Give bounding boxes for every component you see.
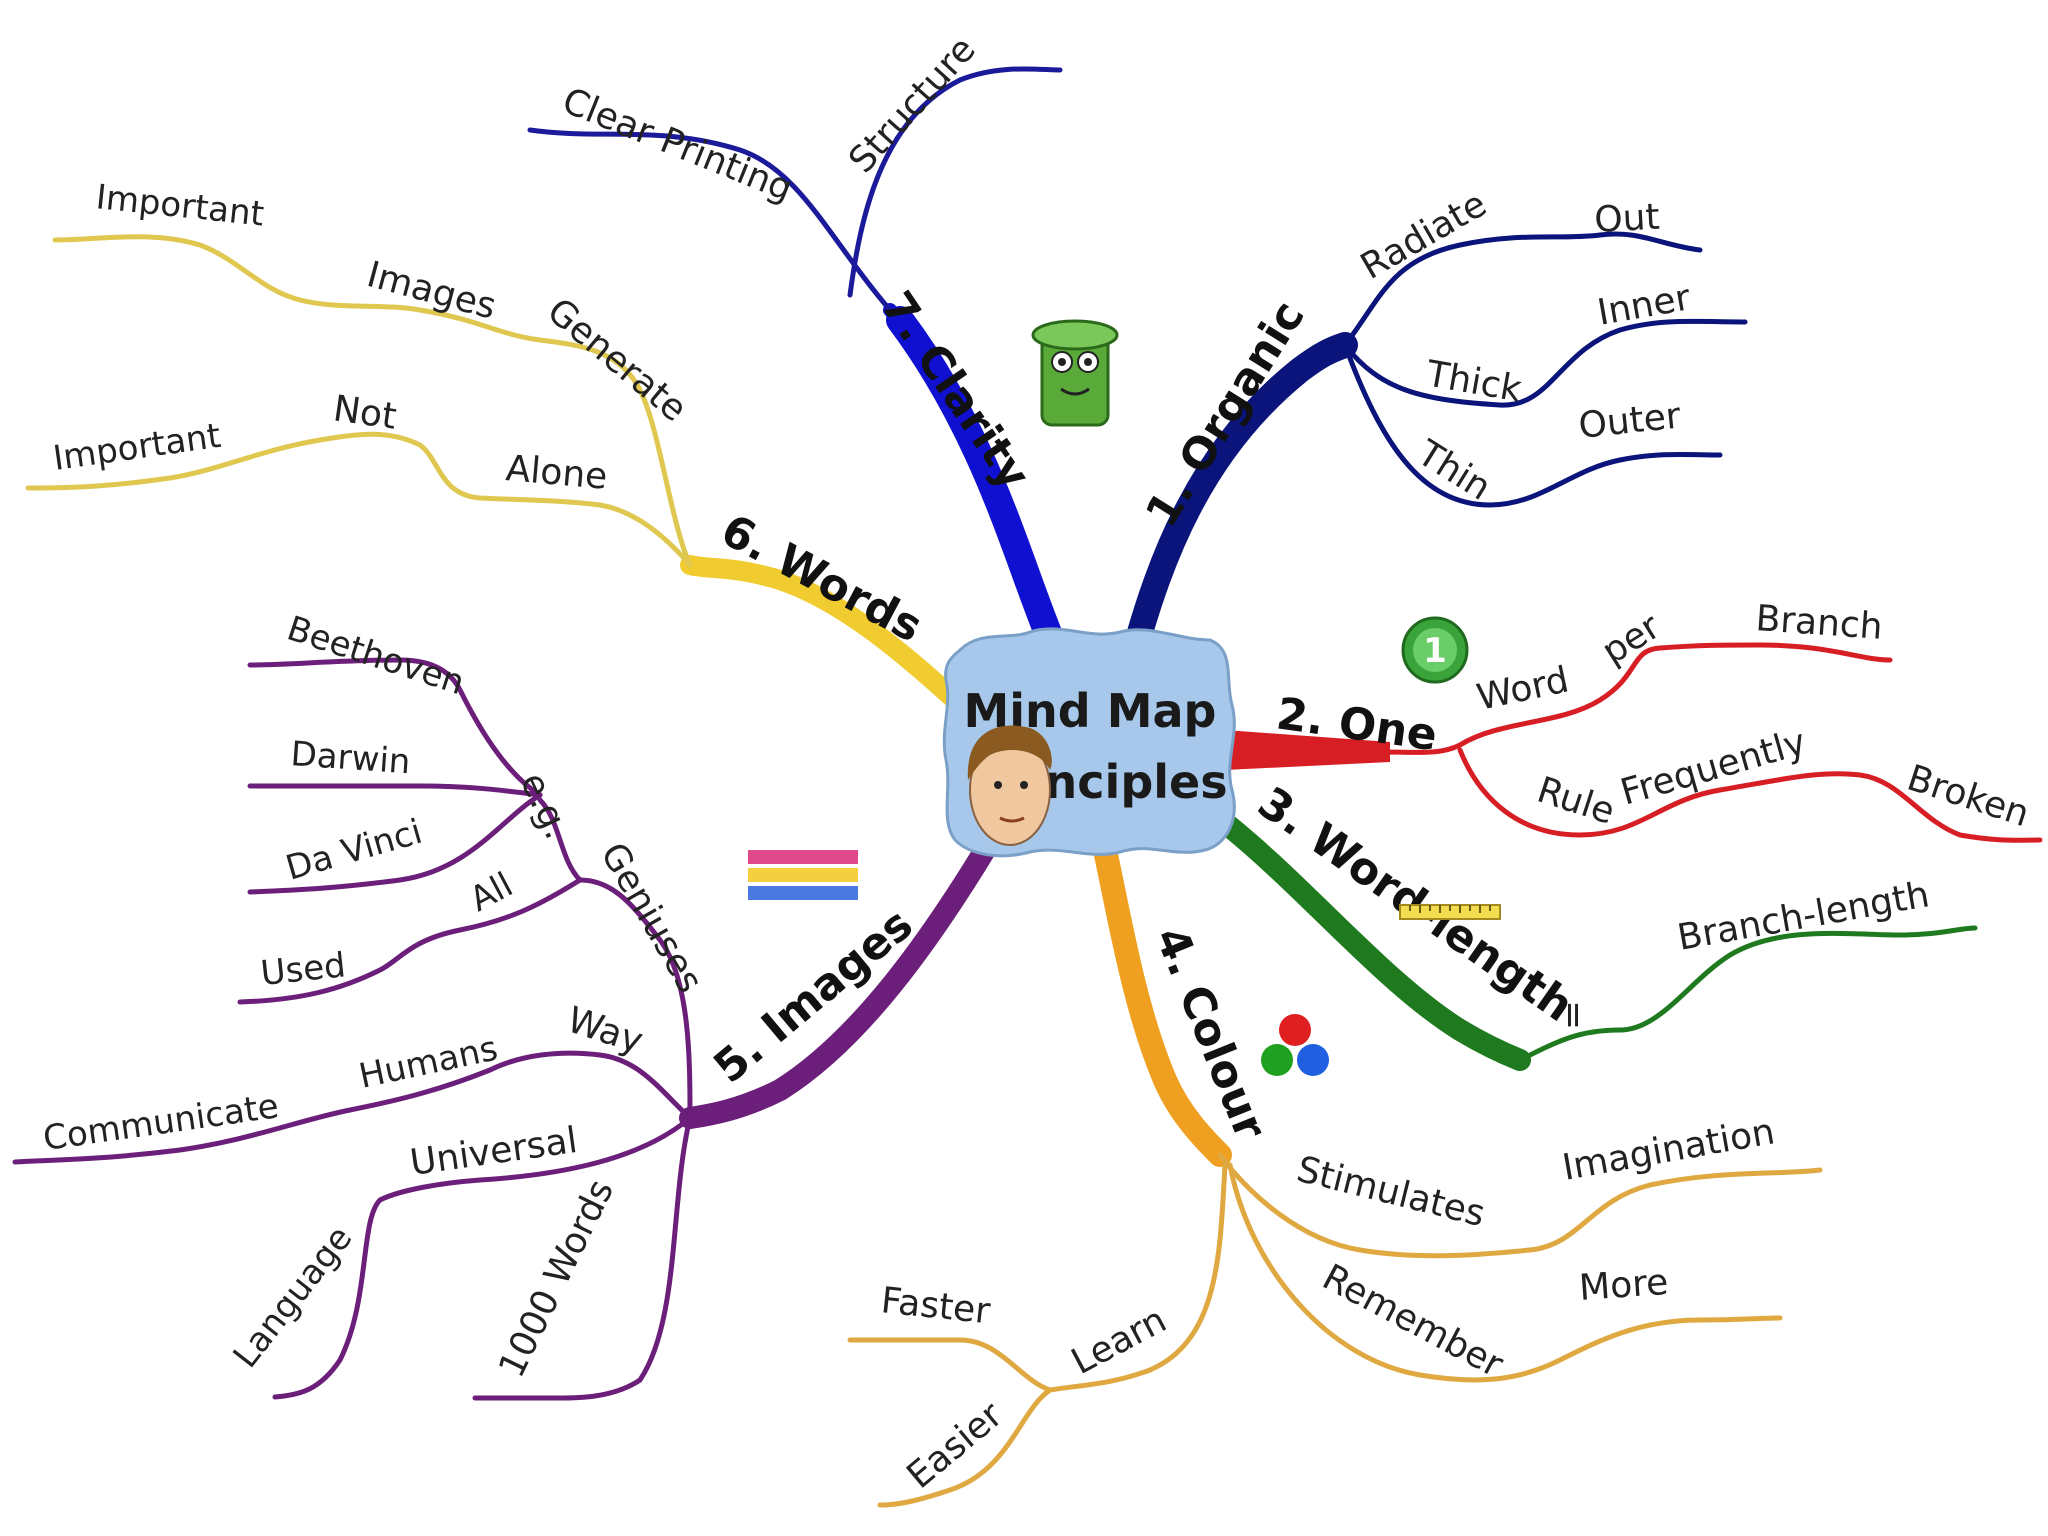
all-label: All: [463, 865, 519, 920]
communicate-label: Communicate: [41, 1086, 281, 1159]
branch-colour: 4. Colour Stimulates Imagination Remembe…: [847, 838, 1823, 1508]
branch-images: 5. Images Geniuses e.g. Beethoven Darwin…: [12, 609, 996, 1401]
branch-colour-remember-line: [1227, 1162, 1783, 1383]
branch-one-word-per-branch-line: [1377, 642, 1893, 755]
branch-words: 6. Words Generate Images Important Alone…: [25, 177, 965, 710]
branch-word-label: Branch: [1754, 598, 1884, 648]
branch-words-generate-images-important-line: [52, 234, 693, 568]
imagination-label: Imagination: [1559, 1111, 1777, 1189]
colour-balls-icon: [1261, 1014, 1329, 1076]
outer-label: Outer: [1577, 395, 1683, 446]
out-label: Out: [1593, 197, 1660, 241]
branch-clarity-structure-line: [847, 66, 1063, 298]
number-one-badge-text: 1: [1423, 631, 1447, 671]
branch-images-darwin-line: [247, 783, 543, 798]
word-label: Word: [1473, 659, 1572, 718]
branch-words-alone-not-important-line: [25, 431, 693, 568]
branch-colour-label: 4. Colour: [1145, 920, 1276, 1147]
branch-one: 2. One Word per Branch Rule Frequently B…: [1225, 598, 2043, 843]
branch-organic-thin-line: [1342, 342, 1723, 508]
branch-colour-stimulates-line: [1217, 1152, 1823, 1259]
more-label: More: [1578, 1262, 1670, 1309]
branch-clarity-label: 7. Clarity: [871, 283, 1040, 499]
images-label: Images: [363, 254, 501, 328]
frequently-label: Frequently: [1616, 722, 1810, 814]
branch-images-geniuses-line: [577, 877, 693, 1121]
thick-label: Thick: [1422, 353, 1524, 410]
branch-images-humans-communicate-line: [12, 1050, 693, 1165]
darwin-label: Darwin: [289, 734, 411, 782]
ruler-icon: [1399, 904, 1501, 920]
alone-label: Alone: [504, 448, 609, 498]
learn-label: Learn: [1065, 1300, 1173, 1383]
branch-word-length-main-line: [1204, 804, 1531, 1071]
used-label: Used: [259, 945, 348, 994]
branch-images-thousand-words-line: [472, 1115, 693, 1401]
humans-label: Humans: [356, 1028, 502, 1096]
branch-images-beethoven-line: [247, 657, 543, 798]
branch-colour-learn-line: [1047, 1162, 1228, 1393]
branch-colour-main-line: [1093, 838, 1232, 1167]
branch-word-length-branch-length-line: [1517, 925, 1978, 1063]
branch-organic: 1. Organic Radiate Out Thick Inner Thin …: [1122, 184, 1748, 663]
language-label: Language: [226, 1219, 361, 1376]
geniuses-label: Geniuses: [592, 836, 710, 1000]
branch-images-main-line: [679, 839, 996, 1129]
branch-images-da-vinci-line: [247, 792, 543, 895]
important-label-1: Important: [94, 177, 266, 234]
structure-label: Structure: [841, 29, 984, 181]
remember-label: Remember: [1316, 1257, 1510, 1386]
generate-label: Generate: [539, 290, 694, 429]
faster-label: Faster: [879, 1280, 992, 1332]
number-one-badge-icon: 1: [1401, 616, 1469, 684]
branch-clarity-clear-printing-line: [527, 127, 893, 313]
broken-label: Broken: [1902, 758, 2034, 836]
branch-images-all-used-line: [237, 877, 583, 1005]
beethoven-label: Beethoven: [282, 609, 469, 704]
branch-images-universal-language-line: [272, 1115, 693, 1400]
thousand-words-label: 1000 Words: [491, 1173, 622, 1384]
branch-images-eg-line: [537, 797, 583, 883]
branch-length-label: Branch-length: [1674, 874, 1932, 959]
branch-organic-main-line: [1122, 332, 1358, 663]
branch-organic-label: 1. Organic: [1136, 292, 1315, 536]
radiate-label: Radiate: [1354, 184, 1494, 288]
not-label: Not: [331, 388, 399, 437]
easier-label: Easier: [899, 1394, 1010, 1497]
branch-clarity-main-taper: [883, 303, 1062, 657]
image-blocks-icon: [748, 850, 858, 900]
branch-words-main-line: [680, 555, 965, 710]
branch-one-rule-frequently-broken-line: [1457, 747, 2043, 843]
robot-bin-icon: [1031, 319, 1119, 427]
equals-label: =: [1553, 1000, 1594, 1030]
per-label: per: [1595, 606, 1668, 673]
thinker-face-icon: [967, 725, 1052, 846]
center-node: Mind Map Principles: [942, 627, 1236, 858]
inner-label: Inner: [1594, 277, 1693, 334]
stimulates-label: Stimulates: [1293, 1149, 1489, 1235]
branch-colour-easier-line: [877, 1387, 1053, 1508]
branch-organic-radiate-line: [1342, 231, 1703, 348]
branch-colour-faster-line: [847, 1337, 1053, 1393]
branch-one-wedge: [1225, 730, 1390, 770]
branch-organic-thick-line: [1342, 318, 1748, 408]
clear-printing-label: Clear Printing: [557, 80, 799, 209]
universal-label: Universal: [408, 1120, 580, 1184]
important-label-2: Important: [51, 416, 223, 479]
rule-label: Rule: [1532, 770, 1619, 833]
